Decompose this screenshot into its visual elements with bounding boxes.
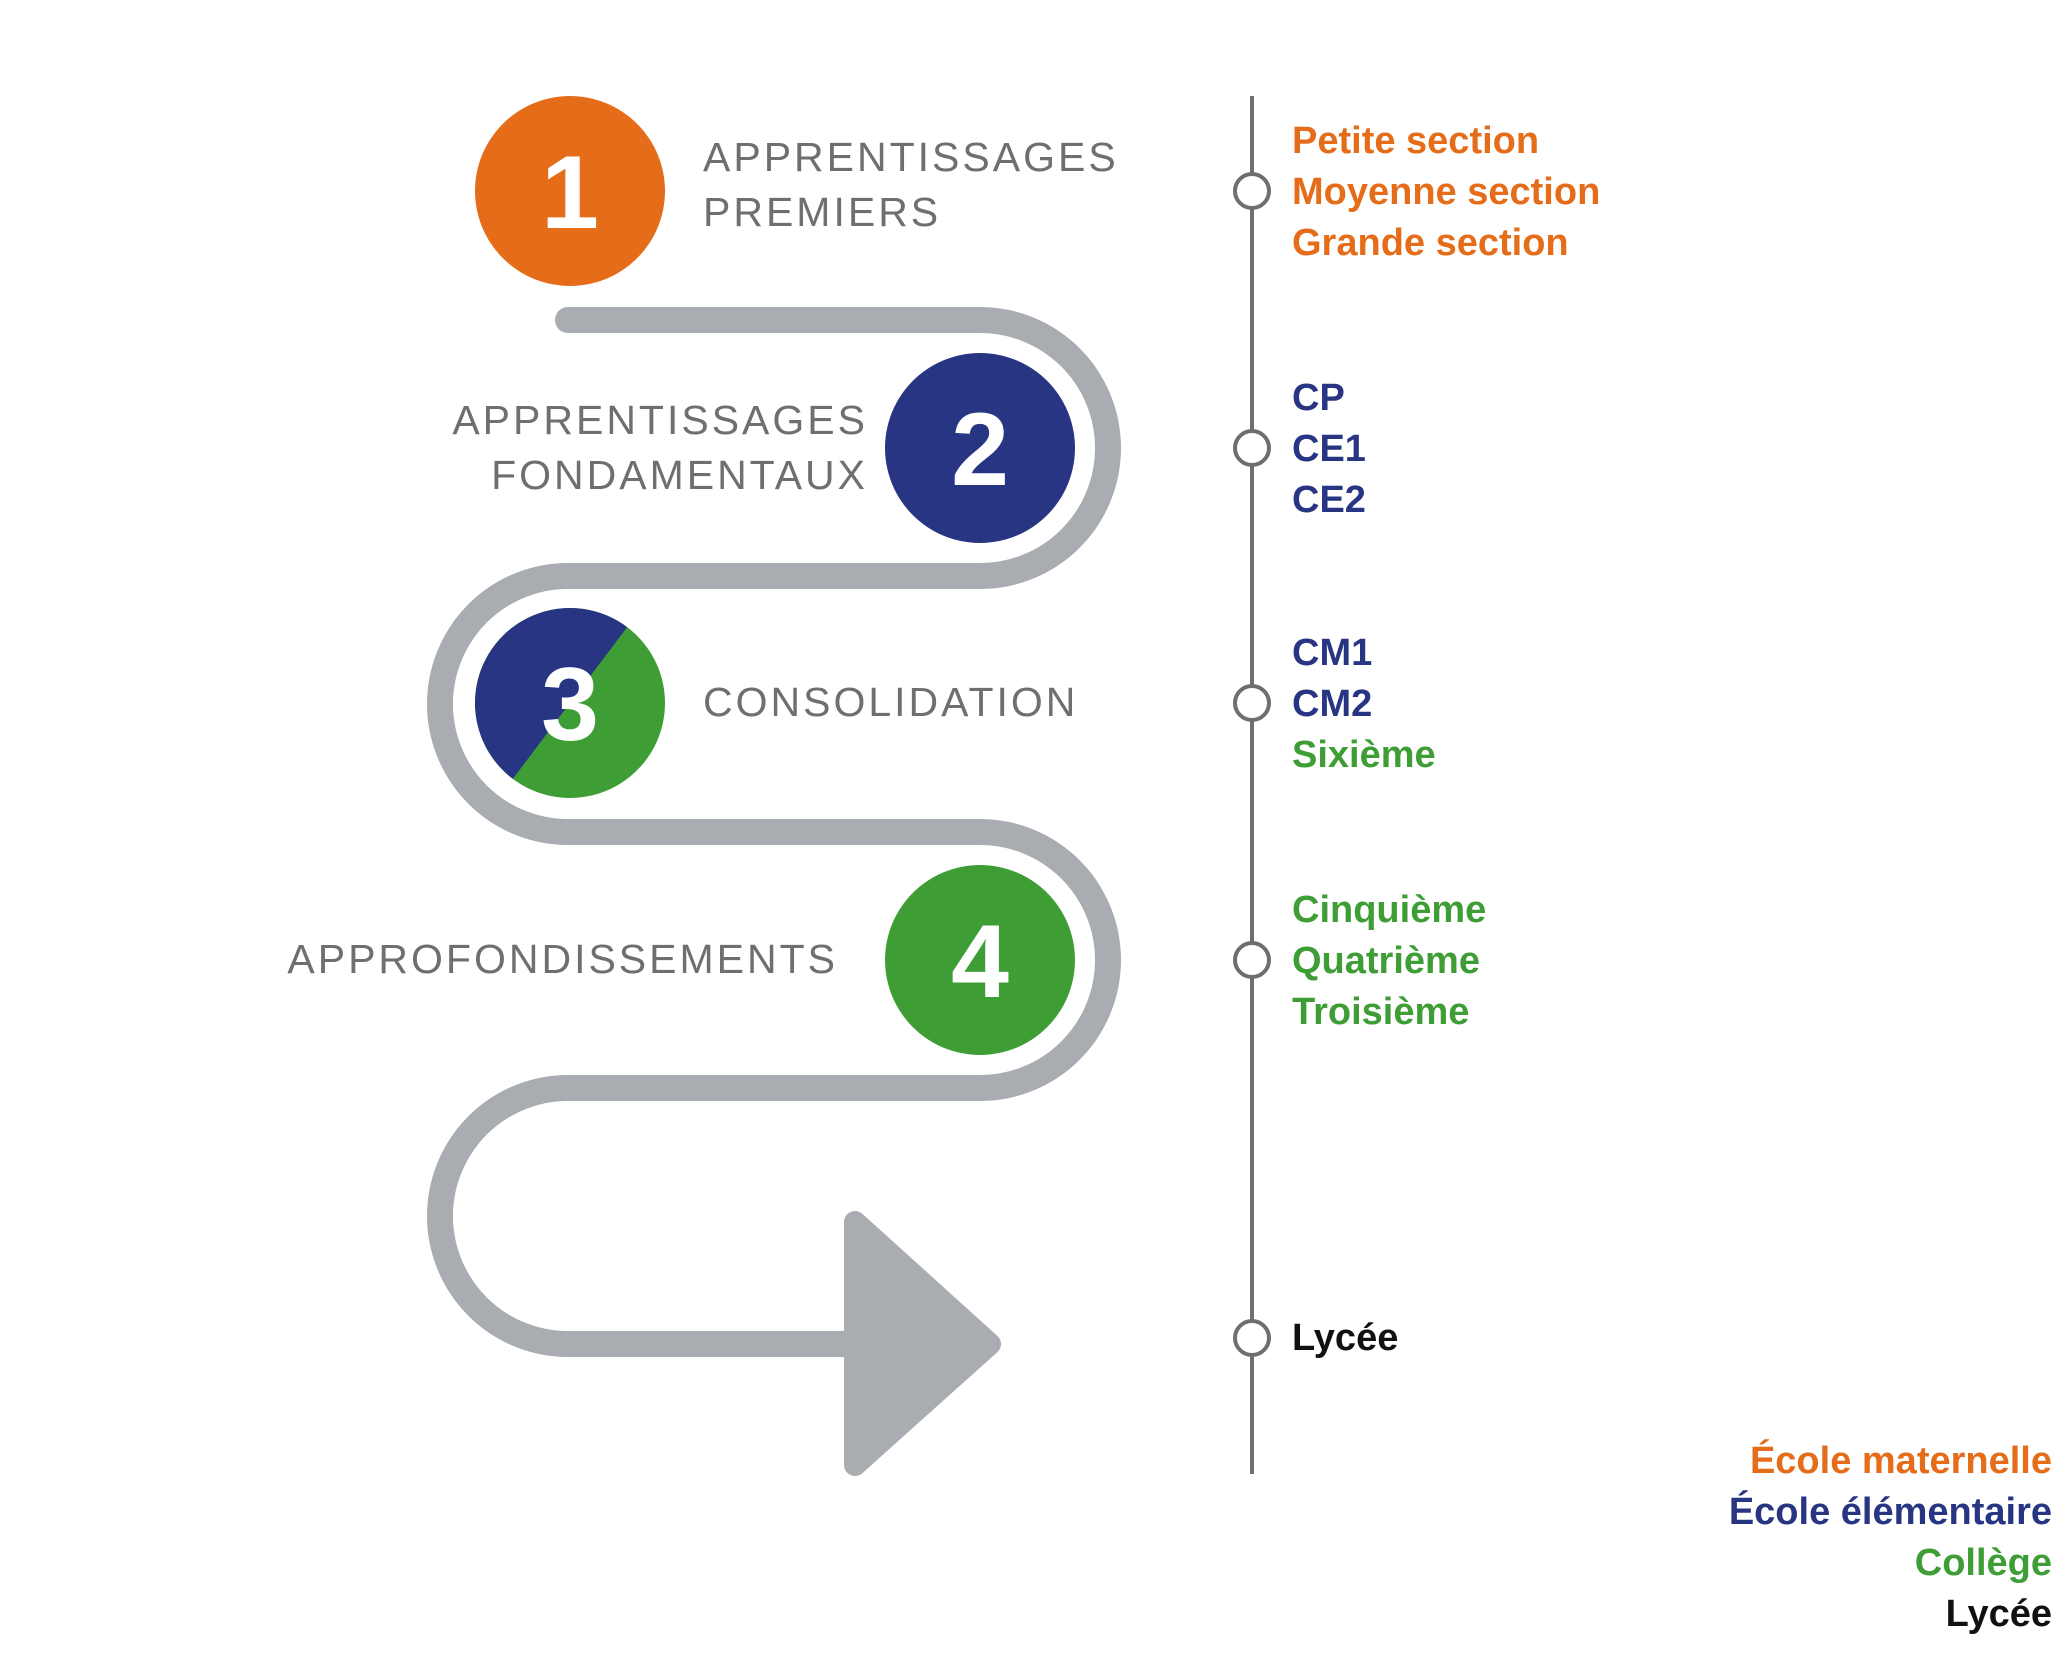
cycle-circle-2: 2 <box>885 353 1075 543</box>
level-grande-section: Grande section <box>1292 222 1569 264</box>
level-group-1: Petite section Moyenne section Grande se… <box>1292 116 1600 269</box>
cycle-label-1: APPRENTISSAGES PREMIERS <box>703 130 1119 240</box>
level-lycee: Lycée <box>1292 1317 1399 1359</box>
cycle-number-4: 4 <box>951 904 1009 1020</box>
level-cm1: CM1 <box>1292 632 1373 674</box>
timeline-marker-5 <box>1233 1319 1271 1357</box>
legend-ecole-elementaire: École élémentaire <box>1728 1491 2052 1533</box>
legend-college: Collège <box>1914 1542 2052 1584</box>
legend-ecole-maternelle: École maternelle <box>1749 1440 2052 1482</box>
cycle-number-3: 3 <box>541 647 599 763</box>
arrow-head-icon <box>844 1211 1001 1476</box>
cycle-label-4: APPROFONDISSEMENTS <box>287 932 838 987</box>
timeline-marker-2 <box>1233 429 1271 467</box>
level-group-4: Cinquième Quatrième Troisième <box>1292 885 1486 1038</box>
level-group-2: CP CE1 CE2 <box>1292 373 1366 526</box>
level-quatrieme: Quatrième <box>1292 940 1480 982</box>
cycle-label-2-line-2: FONDAMENTAUX <box>491 452 868 498</box>
level-group-3: CM1 CM2 Sixième <box>1292 628 1436 781</box>
level-cp: CP <box>1292 377 1345 419</box>
cycle-label-3-line-1: CONSOLIDATION <box>703 679 1079 725</box>
cycle-number-1: 1 <box>541 135 599 251</box>
cycle-label-1-line-1: APPRENTISSAGES <box>703 134 1119 180</box>
level-cinquieme: Cinquième <box>1292 889 1487 931</box>
legend: École maternelle École élémentaire Collè… <box>1729 1436 2052 1640</box>
cycle-circle-3: 3 <box>475 608 665 798</box>
legend-lycee: Lycée <box>1945 1593 2052 1635</box>
level-moyenne-section: Moyenne section <box>1292 171 1601 213</box>
timeline-marker-3 <box>1233 684 1271 722</box>
winding-path <box>427 307 1121 1357</box>
level-petite-section: Petite section <box>1292 120 1540 162</box>
cycle-label-2-line-1: APPRENTISSAGES <box>452 397 868 443</box>
level-sixieme: Sixième <box>1292 734 1436 776</box>
cycle-circle-4: 4 <box>885 865 1075 1055</box>
level-ce1: CE1 <box>1292 428 1366 470</box>
cycle-label-3: CONSOLIDATION <box>703 675 1078 730</box>
level-troisieme: Troisième <box>1292 991 1470 1033</box>
cycle-label-2: APPRENTISSAGES FONDAMENTAUX <box>452 393 868 503</box>
level-ce2: CE2 <box>1292 479 1366 521</box>
level-group-5: Lycée <box>1292 1313 1398 1364</box>
cycle-circle-1: 1 <box>475 96 665 286</box>
timeline-marker-4 <box>1233 941 1271 979</box>
cycle-label-1-line-2: PREMIERS <box>703 189 942 235</box>
cycle-number-2: 2 <box>951 392 1009 508</box>
level-cm2: CM2 <box>1292 683 1373 725</box>
timeline-marker-1 <box>1233 172 1271 210</box>
cycle-label-4-line-1: APPROFONDISSEMENTS <box>287 936 838 982</box>
